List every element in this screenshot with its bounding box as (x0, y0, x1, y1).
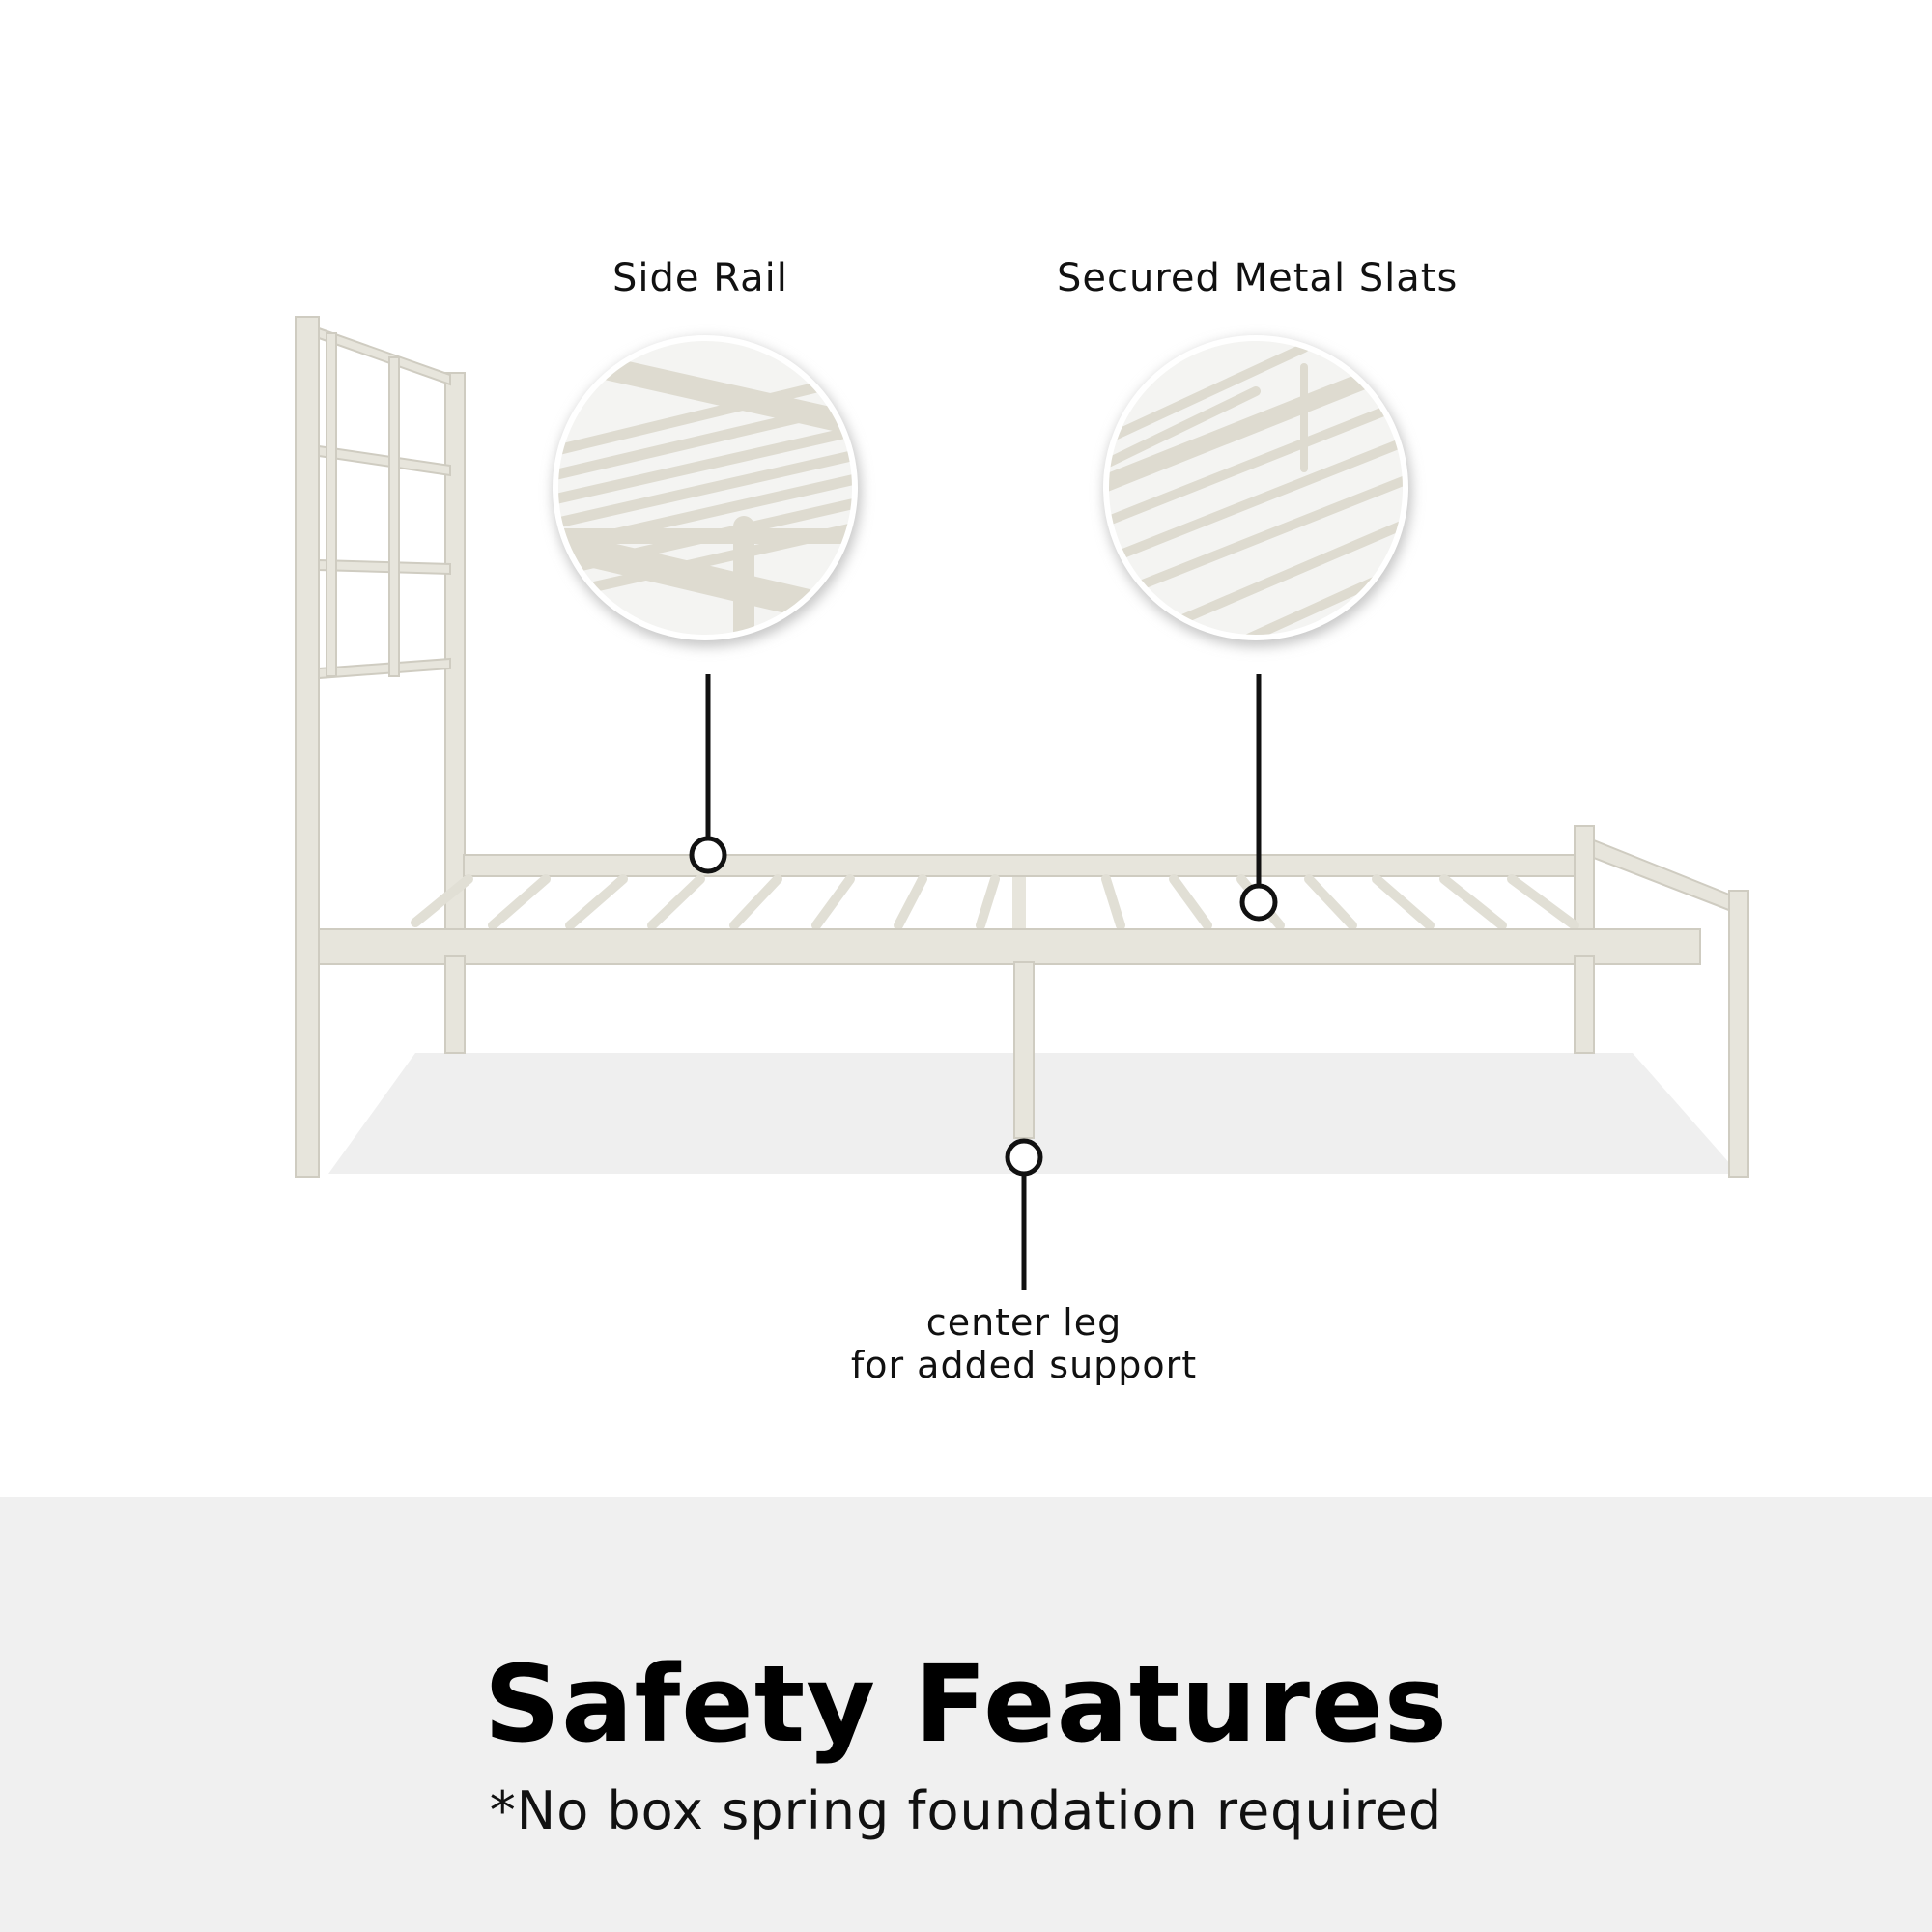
near-side-rail (318, 890, 1749, 1178)
footer-title: Safety Features (483, 1642, 1449, 1766)
far-side-rail (463, 825, 1740, 1054)
metal-slats (411, 874, 1579, 930)
footer-note: *No box spring foundation required (489, 1780, 1443, 1841)
footer-band (0, 1497, 1932, 1932)
center-leg-sublabel: for added support (850, 1344, 1198, 1386)
slats-zoom-lens (1103, 335, 1412, 647)
side-rail-zoom-lens (553, 335, 862, 647)
slats-leader (1239, 674, 1278, 922)
side-rail-leader (689, 674, 727, 874)
headboard (295, 316, 466, 1178)
secured-metal-slats-label: Secured Metal Slats (1057, 256, 1459, 300)
bed-frame-illustration (295, 316, 1749, 1290)
center-leg-label: center leg (925, 1301, 1122, 1344)
center-leg-leader (1005, 1138, 1043, 1290)
side-rail-label: Side Rail (612, 256, 788, 300)
center-rail-support (1012, 877, 1026, 933)
